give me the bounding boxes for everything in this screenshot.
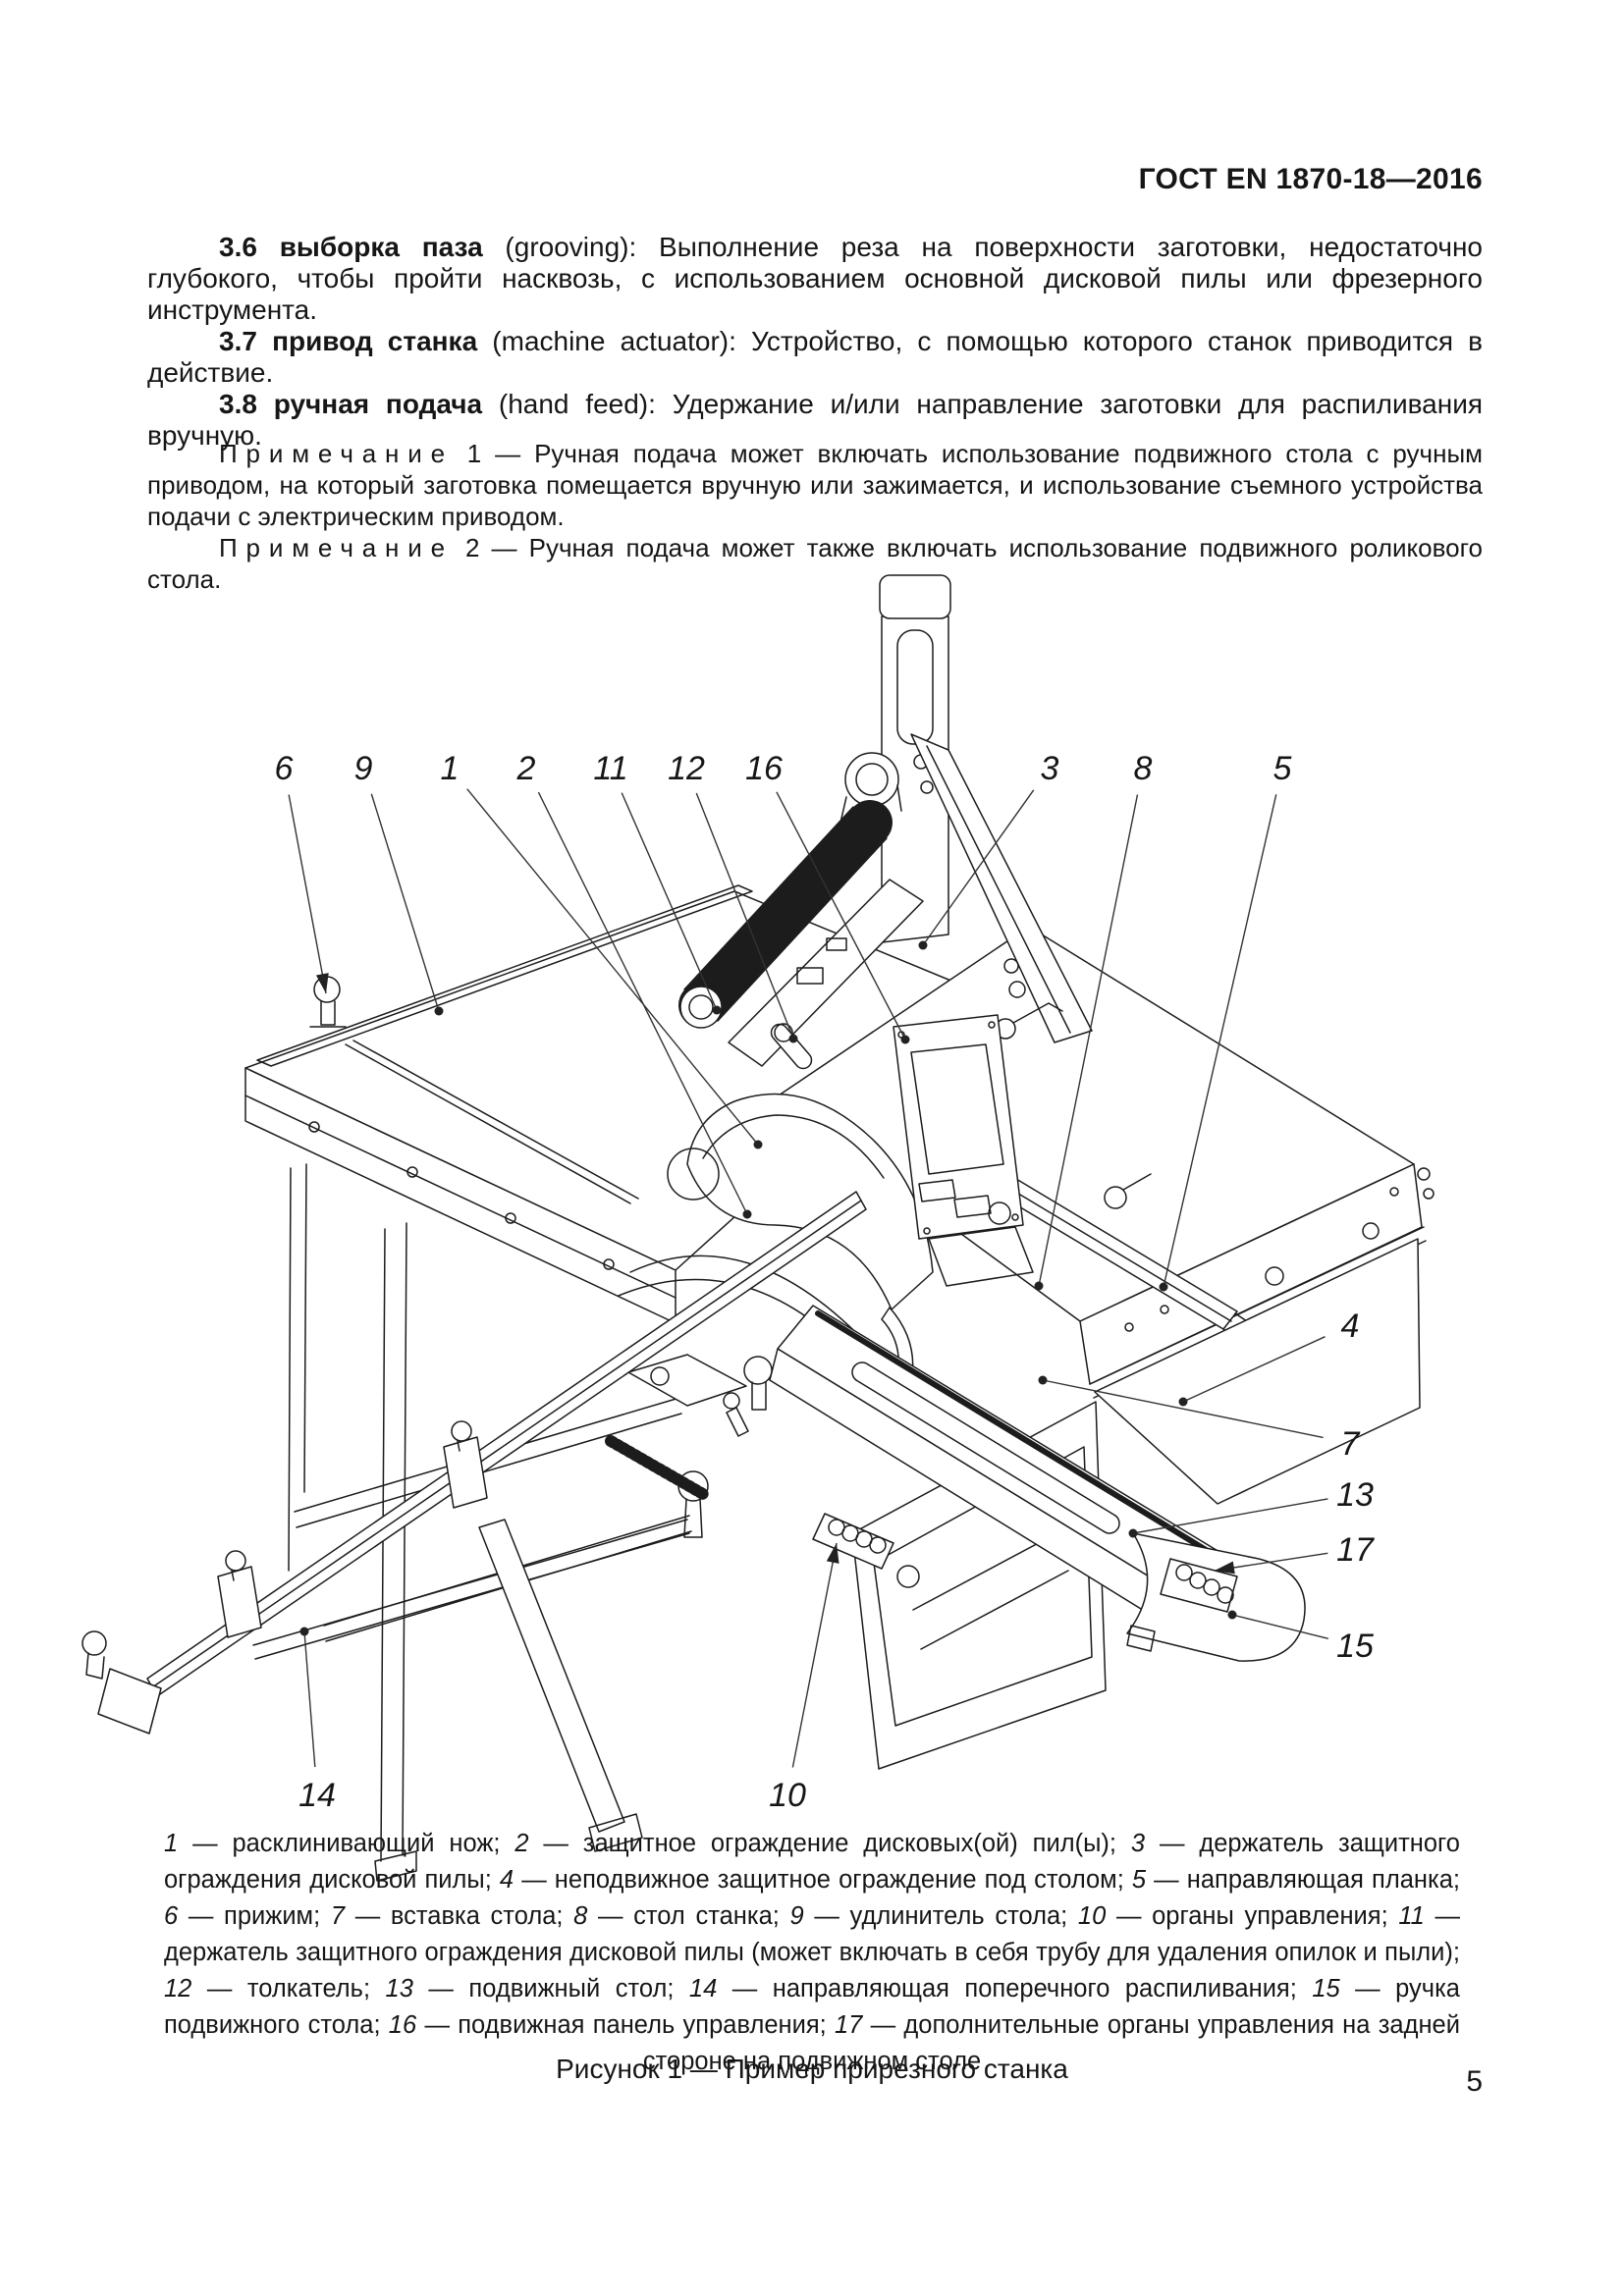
svg-text:9: 9 (354, 750, 373, 787)
svg-text:5: 5 (1273, 750, 1292, 787)
svg-text:3: 3 (1041, 750, 1059, 787)
callout-12: 12 (668, 750, 798, 1043)
callout-2: 2 (516, 750, 752, 1219)
callout-17: 17 (1214, 1531, 1375, 1575)
figure-legend: 1 — расклинивающий нож; 2 — защитное огр… (164, 1830, 1460, 2075)
callout-9: 9 (354, 750, 444, 1016)
callout-13: 13 (1128, 1476, 1374, 1538)
sliding-table-handle-console (1126, 1532, 1306, 1662)
callout-16: 16 (745, 750, 910, 1044)
callout-4: 4 (1178, 1308, 1360, 1407)
svg-text:6: 6 (275, 750, 294, 787)
callout-7: 7 (1038, 1375, 1361, 1463)
crosscut-fence (81, 1191, 867, 1852)
callout-1: 1 (441, 750, 763, 1149)
svg-text:13: 13 (1336, 1476, 1374, 1514)
definition-paragraph: 3.8 ручная подача (hand feed): Удержание… (147, 389, 1483, 451)
callout-11: 11 (593, 750, 722, 1015)
note-paragraph: Примечание 1 — Ручная подача может включ… (147, 439, 1483, 531)
clamp-knob (309, 976, 347, 1028)
sliding-table (605, 1305, 1306, 1662)
figure-title: Рисунок 1 — Пример прирезного станка (556, 2054, 1068, 2084)
callout-14: 14 (298, 1627, 336, 1814)
svg-text:8: 8 (1134, 750, 1153, 787)
svg-text:1: 1 (441, 750, 460, 787)
callout-6: 6 (275, 750, 329, 994)
note-paragraph: Примечание 2 — Ручная подача может также… (147, 533, 1483, 594)
callout-8: 8 (1034, 750, 1153, 1291)
svg-text:7: 7 (1341, 1425, 1361, 1463)
svg-text:10: 10 (769, 1777, 806, 1814)
notes-block: Примечание 1 — Ручная подача может включ… (147, 438, 1483, 595)
definition-paragraph: 3.6 выборка паза (grooving): Выполнение … (147, 232, 1483, 325)
push-stick (770, 1023, 813, 1070)
svg-text:12: 12 (668, 750, 705, 787)
callout-5: 5 (1159, 750, 1292, 1292)
svg-text:15: 15 (1336, 1628, 1374, 1665)
suction-hose (678, 800, 924, 1067)
svg-text:17: 17 (1336, 1531, 1375, 1569)
svg-text:16: 16 (745, 750, 783, 787)
page-number: 5 (1466, 2065, 1483, 2098)
machine-drawing (81, 574, 1435, 1882)
svg-text:4: 4 (1341, 1308, 1360, 1345)
document-code-header: ГОСТ EN 1870-18—2016 (1138, 163, 1483, 195)
svg-text:2: 2 (516, 750, 536, 787)
definition-paragraph: 3.7 привод станка (machine actuator): Ус… (147, 326, 1484, 388)
control-panel (893, 958, 1063, 1287)
callout-3: 3 (918, 750, 1059, 950)
machine-controls (812, 1513, 920, 1588)
callout-10: 10 (769, 1542, 839, 1814)
svg-text:11: 11 (593, 750, 627, 787)
svg-text:14: 14 (298, 1777, 336, 1814)
definitions-block: 3.6 выборка паза (grooving): Выполнение … (147, 232, 1483, 452)
callout-15: 15 (1227, 1610, 1374, 1665)
